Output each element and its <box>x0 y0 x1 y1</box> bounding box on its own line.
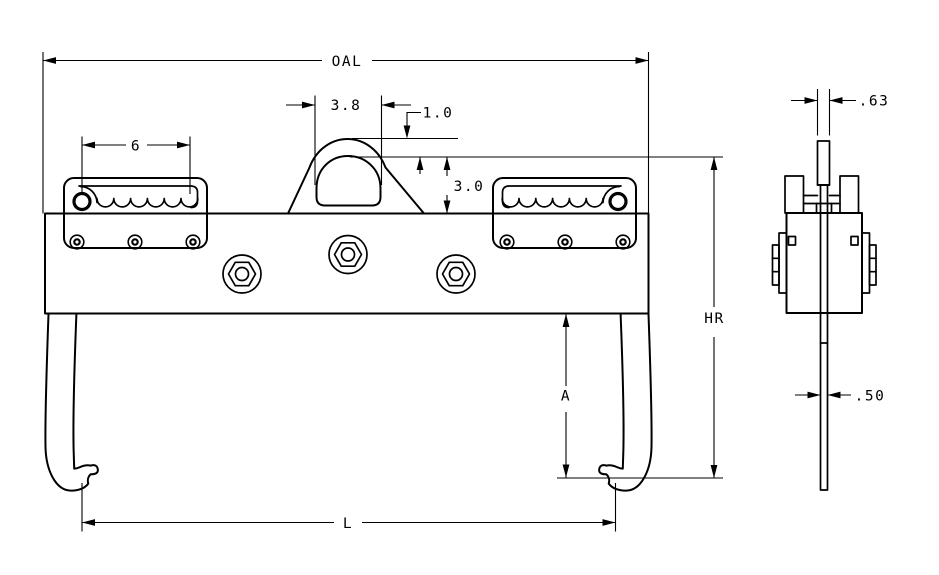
dim-label-handle-grip: 6 <box>131 139 141 155</box>
beam-body <box>44 212 650 315</box>
dimensions: OAL 3.8 1.0 3.0 <box>42 52 890 532</box>
side-bolts-right <box>850 232 877 294</box>
dim-label-oal: OAL <box>332 54 363 70</box>
dim-lug-opening: 3.0 <box>443 157 485 214</box>
j-hook-left <box>44 313 99 492</box>
hex-bolt-center <box>328 234 368 275</box>
dim-label-hook-opening: A <box>561 389 571 405</box>
dim-hook-span: L <box>81 483 617 532</box>
front-view <box>44 138 653 492</box>
j-hook-right <box>598 313 653 492</box>
dim-lug-crown: 1.0 <box>403 106 454 174</box>
dim-hook-opening: A <box>561 314 571 478</box>
dim-lug-width: 3.8 <box>286 95 411 185</box>
lug-plate-edge <box>816 140 831 186</box>
clamp-blocks <box>784 175 860 214</box>
dim-label-lug-width: 3.8 <box>331 98 362 114</box>
dim-lug-thickness: .63 <box>791 89 890 136</box>
dim-label-hook-height: HR <box>704 311 724 327</box>
dim-label-lug-thickness: .63 <box>859 94 890 110</box>
hex-bolt-right <box>436 254 476 294</box>
dim-label-lug-opening: 3.0 <box>454 179 485 195</box>
dim-oal: OAL <box>42 52 650 214</box>
side-bolts-left <box>771 232 797 294</box>
lifting-lug <box>287 138 425 215</box>
dim-label-hook-span: L <box>343 516 353 532</box>
beam-edge-body <box>785 212 863 314</box>
dim-label-hook-thickness: .50 <box>855 389 886 405</box>
dim-hook-thickness: .50 <box>795 389 886 405</box>
hook-plate-edge <box>819 184 829 491</box>
dim-handle-grip: 6 <box>81 136 191 194</box>
side-view <box>771 140 877 491</box>
dim-label-lug-crown: 1.0 <box>423 106 454 122</box>
hex-bolt-left <box>222 254 262 294</box>
dim-hook-height: HR <box>704 157 724 478</box>
